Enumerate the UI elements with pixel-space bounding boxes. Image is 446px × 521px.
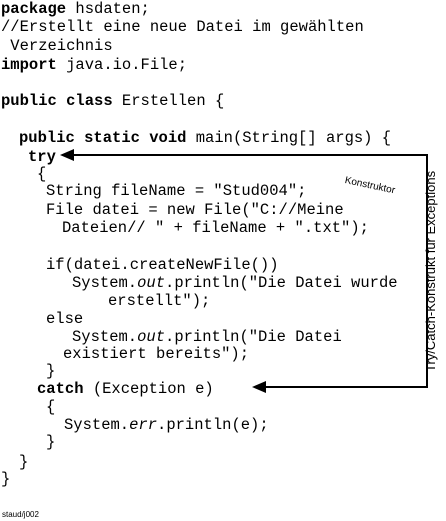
code-line-package: package hsdaten; [1, 0, 150, 19]
try-catch-annotation: Try/Catch-Konstrukt für Exceptions [423, 170, 438, 372]
code-line-class-close-brace: } [1, 470, 11, 488]
class-name: Erstellen { [112, 92, 225, 110]
code-line-println-exists-cont: existiert bereits"); [63, 345, 250, 363]
code-line-catch: catch (Exception e) [37, 380, 214, 399]
code-token: .println(e); [157, 416, 269, 434]
code-line-main: public static void main(String[] args) { [19, 129, 391, 148]
arrowhead-try [60, 149, 74, 161]
keyword-public-static-void: public static void [19, 129, 187, 147]
code-line-if: if(datei.createNewFile()) [46, 256, 279, 274]
code-token: System. [64, 416, 130, 434]
code-token: .println("Die Datei [165, 328, 342, 346]
try-catch-bracket-line [68, 154, 428, 388]
catch-parameter: (Exception e) [83, 380, 214, 398]
code-line-println-exists: System.out.println("Die Datei [72, 328, 342, 347]
package-name: hsdaten; [66, 0, 150, 18]
code-line-println-err: System.err.println(e); [64, 416, 269, 435]
keyword-catch: catch [37, 380, 84, 398]
code-token-italic: out [137, 274, 166, 292]
keyword-public-class: public class [1, 92, 113, 110]
code-line-catch-open-brace: { [46, 398, 56, 416]
keyword-package: package [1, 0, 67, 18]
code-token: .println("Die Datei wurde [165, 274, 398, 292]
code-token-italic: err [129, 416, 158, 434]
code-line-open-brace: { [37, 165, 47, 183]
code-line-try: try [28, 148, 56, 166]
code-token: System. [72, 328, 138, 346]
code-line-main-close-brace: } [19, 453, 29, 471]
code-line-comment-cont: Verzeichnis [1, 37, 113, 55]
keyword-import: import [1, 56, 57, 74]
code-line-else: else [46, 310, 84, 328]
code-line-filename: String fileName = "Stud004"; [46, 182, 307, 200]
code-line-close-brace-try: } [46, 362, 56, 380]
code-line-println-created-cont: erstellt"); [108, 292, 211, 310]
import-path: java.io.File; [56, 56, 188, 74]
figure-id: staud/j002 [2, 510, 39, 519]
code-line-new-file-cont: Dateien// " + fileName + ".txt"); [62, 219, 369, 237]
code-line-comment: //Erstellt eine neue Datei im gewählten [1, 18, 364, 36]
code-line-import: import java.io.File; [1, 56, 187, 75]
arrowhead-catch [252, 381, 266, 393]
code-line-class: public class Erstellen { [1, 92, 224, 111]
code-line-catch-close-brace: } [46, 433, 56, 451]
main-signature: main(String[] args) { [186, 129, 392, 147]
code-line-new-file: File datei = new File("C://Meine [46, 201, 344, 219]
code-token-italic: out [137, 328, 166, 346]
code-line-println-created: System.out.println("Die Datei wurde [72, 274, 398, 293]
code-token: System. [72, 274, 138, 292]
